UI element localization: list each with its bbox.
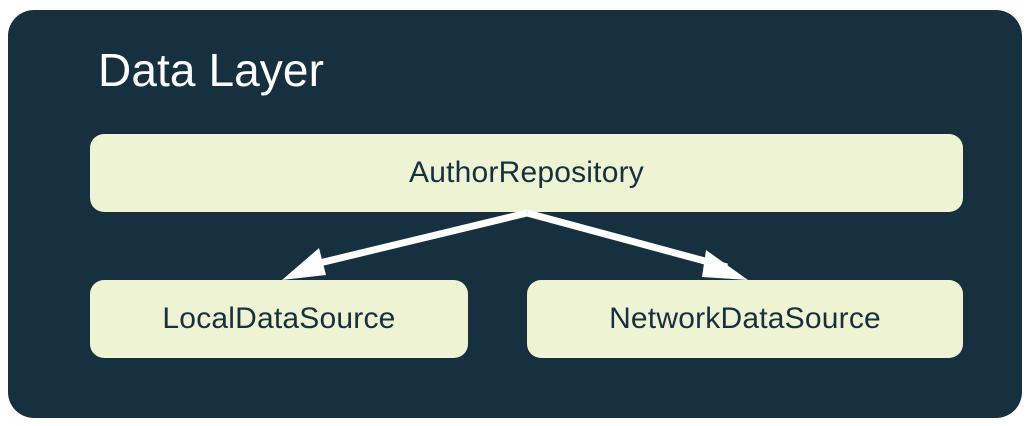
node-network-data-source[interactable]: NetworkDataSource	[527, 280, 963, 358]
node-network-data-source-label: NetworkDataSource	[609, 302, 881, 335]
node-local-data-source-label: LocalDataSource	[162, 302, 396, 335]
node-author-repository[interactable]: AuthorRepository	[90, 134, 963, 212]
node-author-repository-label: AuthorRepository	[409, 156, 644, 189]
layer-title: Data Layer	[98, 44, 325, 96]
node-local-data-source[interactable]: LocalDataSource	[90, 280, 468, 358]
